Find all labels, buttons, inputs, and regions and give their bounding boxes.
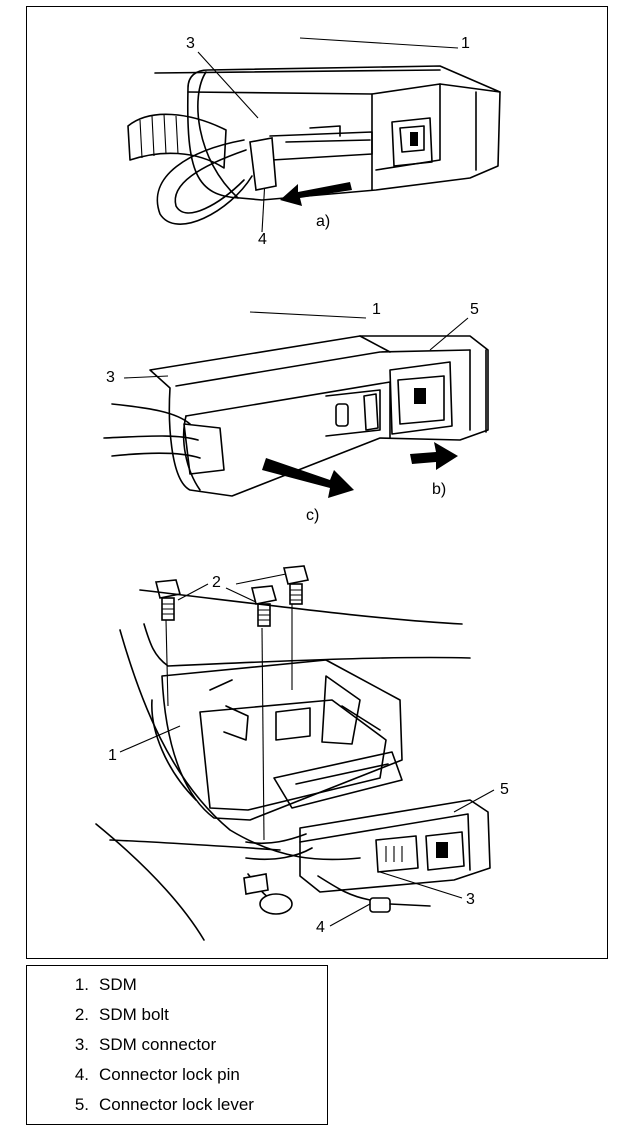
legend-item-label: Connector lock pin	[99, 1065, 240, 1084]
legend-item-label: SDM bolt	[99, 1005, 169, 1024]
middle-view-drawing	[103, 311, 489, 498]
arrow-label-c: c)	[306, 507, 320, 524]
legend-item: 5. Connector lock lever	[27, 1090, 327, 1120]
top-view-drawing	[127, 37, 501, 233]
legend-item-label: Connector lock lever	[99, 1095, 254, 1114]
callout-1-bottom: 1	[108, 747, 117, 764]
callout-5-bottom: 5	[500, 781, 509, 798]
legend-item: 4. Connector lock pin	[27, 1060, 327, 1090]
bolt-middle	[250, 585, 278, 627]
callout-5-middle: 5	[470, 301, 479, 318]
legend-item-number: 4.	[74, 1065, 89, 1084]
callout-3-middle: 3	[106, 369, 115, 386]
callout-3-bottom: 3	[466, 891, 475, 908]
legend-item-number: 1.	[74, 975, 89, 994]
sdm-connector-illustration	[95, 37, 501, 941]
bolt-right	[282, 565, 310, 605]
bottom-view-drawing	[95, 565, 495, 941]
arrow-label-b: b)	[432, 481, 447, 498]
callout-1-top: 1	[461, 35, 470, 52]
legend-item-label: SDM connector	[99, 1035, 217, 1054]
legend-item: 3. SDM connector	[27, 1030, 327, 1060]
legend-item: 2. SDM bolt	[27, 1000, 327, 1030]
legend-item-number: 3.	[74, 1035, 89, 1054]
callout-2-bottom: 2	[212, 574, 221, 591]
illustration-frame	[26, 6, 608, 959]
callout-3-top: 3	[186, 35, 195, 52]
parts-legend: 1. SDM 2. SDM bolt 3. SDM connector 4. C…	[26, 965, 328, 1125]
callout-4-bottom: 4	[316, 919, 325, 936]
callout-4-top: 4	[258, 231, 267, 248]
callout-1-middle: 1	[372, 301, 381, 318]
legend-item-label: SDM	[99, 975, 137, 994]
legend-item-number: 2.	[74, 1005, 89, 1024]
bolt-left	[154, 579, 182, 621]
legend-item-number: 5.	[74, 1095, 89, 1114]
legend-item: 1. SDM	[27, 970, 327, 1000]
arrow-label-a: a)	[316, 213, 331, 230]
